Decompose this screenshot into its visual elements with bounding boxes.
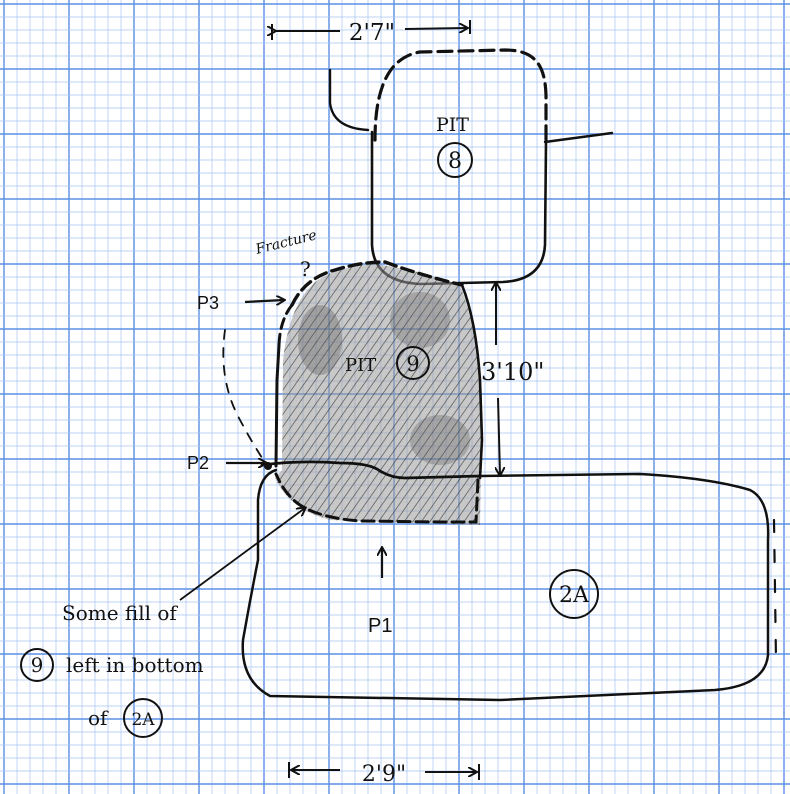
pit-8-number-circle	[437, 142, 473, 178]
pit-9-possible-extent	[222, 329, 266, 463]
pit-9-hatching	[275, 264, 482, 525]
point-p2-label: P2	[187, 453, 209, 473]
pit-9-number: 9	[406, 352, 419, 376]
pit-9-right-wall	[460, 283, 484, 480]
pit-9-label: PIT	[345, 355, 376, 376]
pit-9-dashed-top	[290, 260, 464, 307]
point-p2: P2	[187, 453, 272, 473]
point-p3-label: P3	[197, 293, 219, 313]
pit-8-width-label: 2'7"	[349, 20, 395, 46]
fill-note: Some fill of 9 left in bottom of 2A	[20, 508, 305, 738]
pit-9-bottom-width-dimension: 2'9"	[288, 762, 480, 787]
pit-9-dashed-left	[277, 303, 294, 347]
fill-note-line-1: Some fill of	[62, 601, 178, 625]
feature-2a-number-circle	[549, 569, 599, 619]
fill-note-2a-number: 2A	[131, 710, 155, 730]
pit-9-left-wall	[274, 343, 281, 468]
feature-2a-right-dashed	[772, 518, 778, 662]
pit-9: PIT 9	[222, 260, 484, 525]
point-p3: P3	[197, 293, 284, 313]
fill-note-pit-9-number: 9	[31, 653, 44, 677]
fill-note-line-3: of	[88, 706, 109, 730]
pit-8-right-wall	[543, 131, 614, 144]
pit-8-width-dimension: 2'7"	[272, 20, 471, 46]
pit-9-depth-dimension: 3'10"	[481, 283, 544, 475]
point-p1: P1	[368, 548, 392, 637]
pit-9-number-circle	[396, 346, 430, 380]
pit-8-left-wall	[328, 68, 370, 132]
feature-2a: 2A	[241, 460, 778, 702]
fill-note-line-2: left in bottom	[66, 653, 204, 677]
fill-note-2a-circle	[123, 698, 163, 738]
pit-9-dark-patch	[298, 305, 342, 375]
pit-9-dark-patch	[410, 415, 470, 465]
pit-8: PIT 8	[328, 48, 614, 286]
point-p1-label: P1	[368, 615, 392, 637]
pit-8-dashed-outline	[373, 48, 548, 144]
pit-9-depth-label: 3'10"	[481, 358, 544, 386]
pit-8-label: PIT	[436, 114, 469, 136]
fill-note-pit-9-circle	[20, 648, 54, 682]
pit-8-number: 8	[448, 149, 462, 174]
fill-note-leader	[179, 508, 305, 601]
point-p2-marker	[264, 462, 272, 470]
fracture-question-mark: ?	[300, 257, 311, 281]
feature-2a-outline	[241, 468, 770, 702]
pit-9-bottom-width-label: 2'9"	[362, 762, 406, 787]
pit-9-dark-patch	[390, 292, 450, 348]
feature-2a-number: 2A	[559, 583, 590, 608]
feature-2a-top-boundary	[260, 460, 482, 480]
